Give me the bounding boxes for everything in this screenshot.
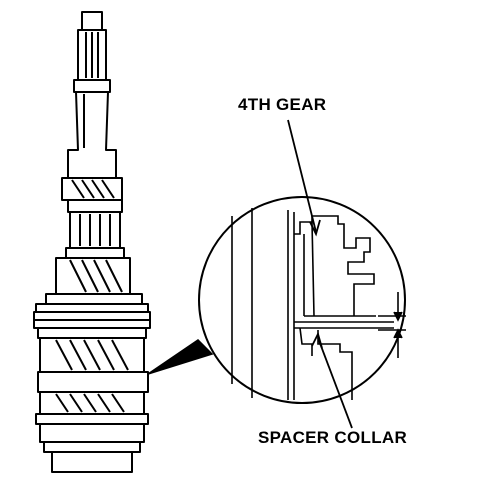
shaft-body	[67, 91, 117, 179]
lower-synchro	[35, 413, 149, 473]
magnifier-pointer	[147, 339, 214, 375]
label-4th-gear: 4TH GEAR	[238, 95, 327, 114]
detail-contents	[231, 208, 406, 400]
detail-circle	[198, 196, 406, 404]
shaft-spline-end	[73, 11, 111, 93]
upper-bearing	[65, 199, 125, 259]
lower-gear	[39, 391, 145, 415]
leader-4th-gear	[287, 119, 317, 233]
synchro-assembly	[33, 303, 151, 339]
upper-gear	[61, 177, 123, 201]
leader-spacer-collar	[317, 337, 353, 429]
label-spacer-collar: SPACER COLLAR	[258, 428, 408, 447]
spacer-collar	[37, 371, 149, 393]
large-helical-gear	[45, 257, 143, 305]
fourth-gear	[39, 337, 145, 373]
